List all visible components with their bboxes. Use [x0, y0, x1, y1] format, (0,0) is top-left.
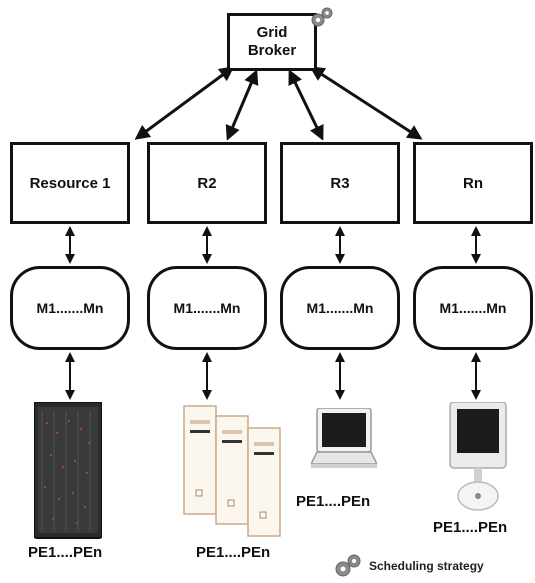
- machines-label: M1.......Mn: [439, 300, 507, 316]
- machines-node-n: M1.......Mn: [413, 266, 533, 350]
- machines-node-1: M1.......Mn: [10, 266, 130, 350]
- pe-label-1: PE1....PEn: [28, 544, 103, 561]
- machines-node-3: M1.......Mn: [280, 266, 400, 350]
- resource-label: Resource 1: [29, 174, 111, 192]
- resource-box-3: R3: [280, 142, 400, 224]
- pe-label-2: PE1....PEn: [196, 544, 271, 561]
- machines-label: M1.......Mn: [306, 300, 374, 316]
- laptop-icon: [311, 408, 377, 468]
- resource-label: Rn: [463, 174, 483, 192]
- edge-broker-r3: [288, 69, 324, 141]
- edge-broker-rn: [309, 66, 423, 140]
- resource-box-2: R2: [147, 142, 267, 224]
- grid-broker-label-line1: Grid: [256, 24, 288, 41]
- edge-broker-r2: [225, 69, 259, 141]
- resource-label: R2: [197, 174, 217, 192]
- tower-pcs-icon: [183, 405, 281, 537]
- rack-server-icon: [34, 402, 102, 539]
- resource-box-1: Resource 1: [10, 142, 130, 224]
- machines-label: M1.......Mn: [173, 300, 241, 316]
- machines-node-2: M1.......Mn: [147, 266, 267, 350]
- grid-broker-box: Grid Broker: [227, 13, 317, 71]
- legend: Scheduling strategy: [333, 553, 484, 579]
- legend-label: Scheduling strategy: [369, 559, 484, 573]
- gears-icon: [335, 554, 361, 577]
- gears-icon: [311, 7, 333, 27]
- resource-box-n: Rn: [413, 142, 533, 224]
- pe-label-3: PE1....PEn: [296, 493, 371, 510]
- pe-label-n: PE1....PEn: [433, 519, 508, 536]
- desktop-monitor-icon: [449, 402, 507, 511]
- edge-broker-r1: [134, 66, 235, 140]
- resource-label: R3: [330, 174, 350, 192]
- machines-label: M1.......Mn: [36, 300, 104, 316]
- grid-broker-label-line2: Broker: [247, 42, 297, 59]
